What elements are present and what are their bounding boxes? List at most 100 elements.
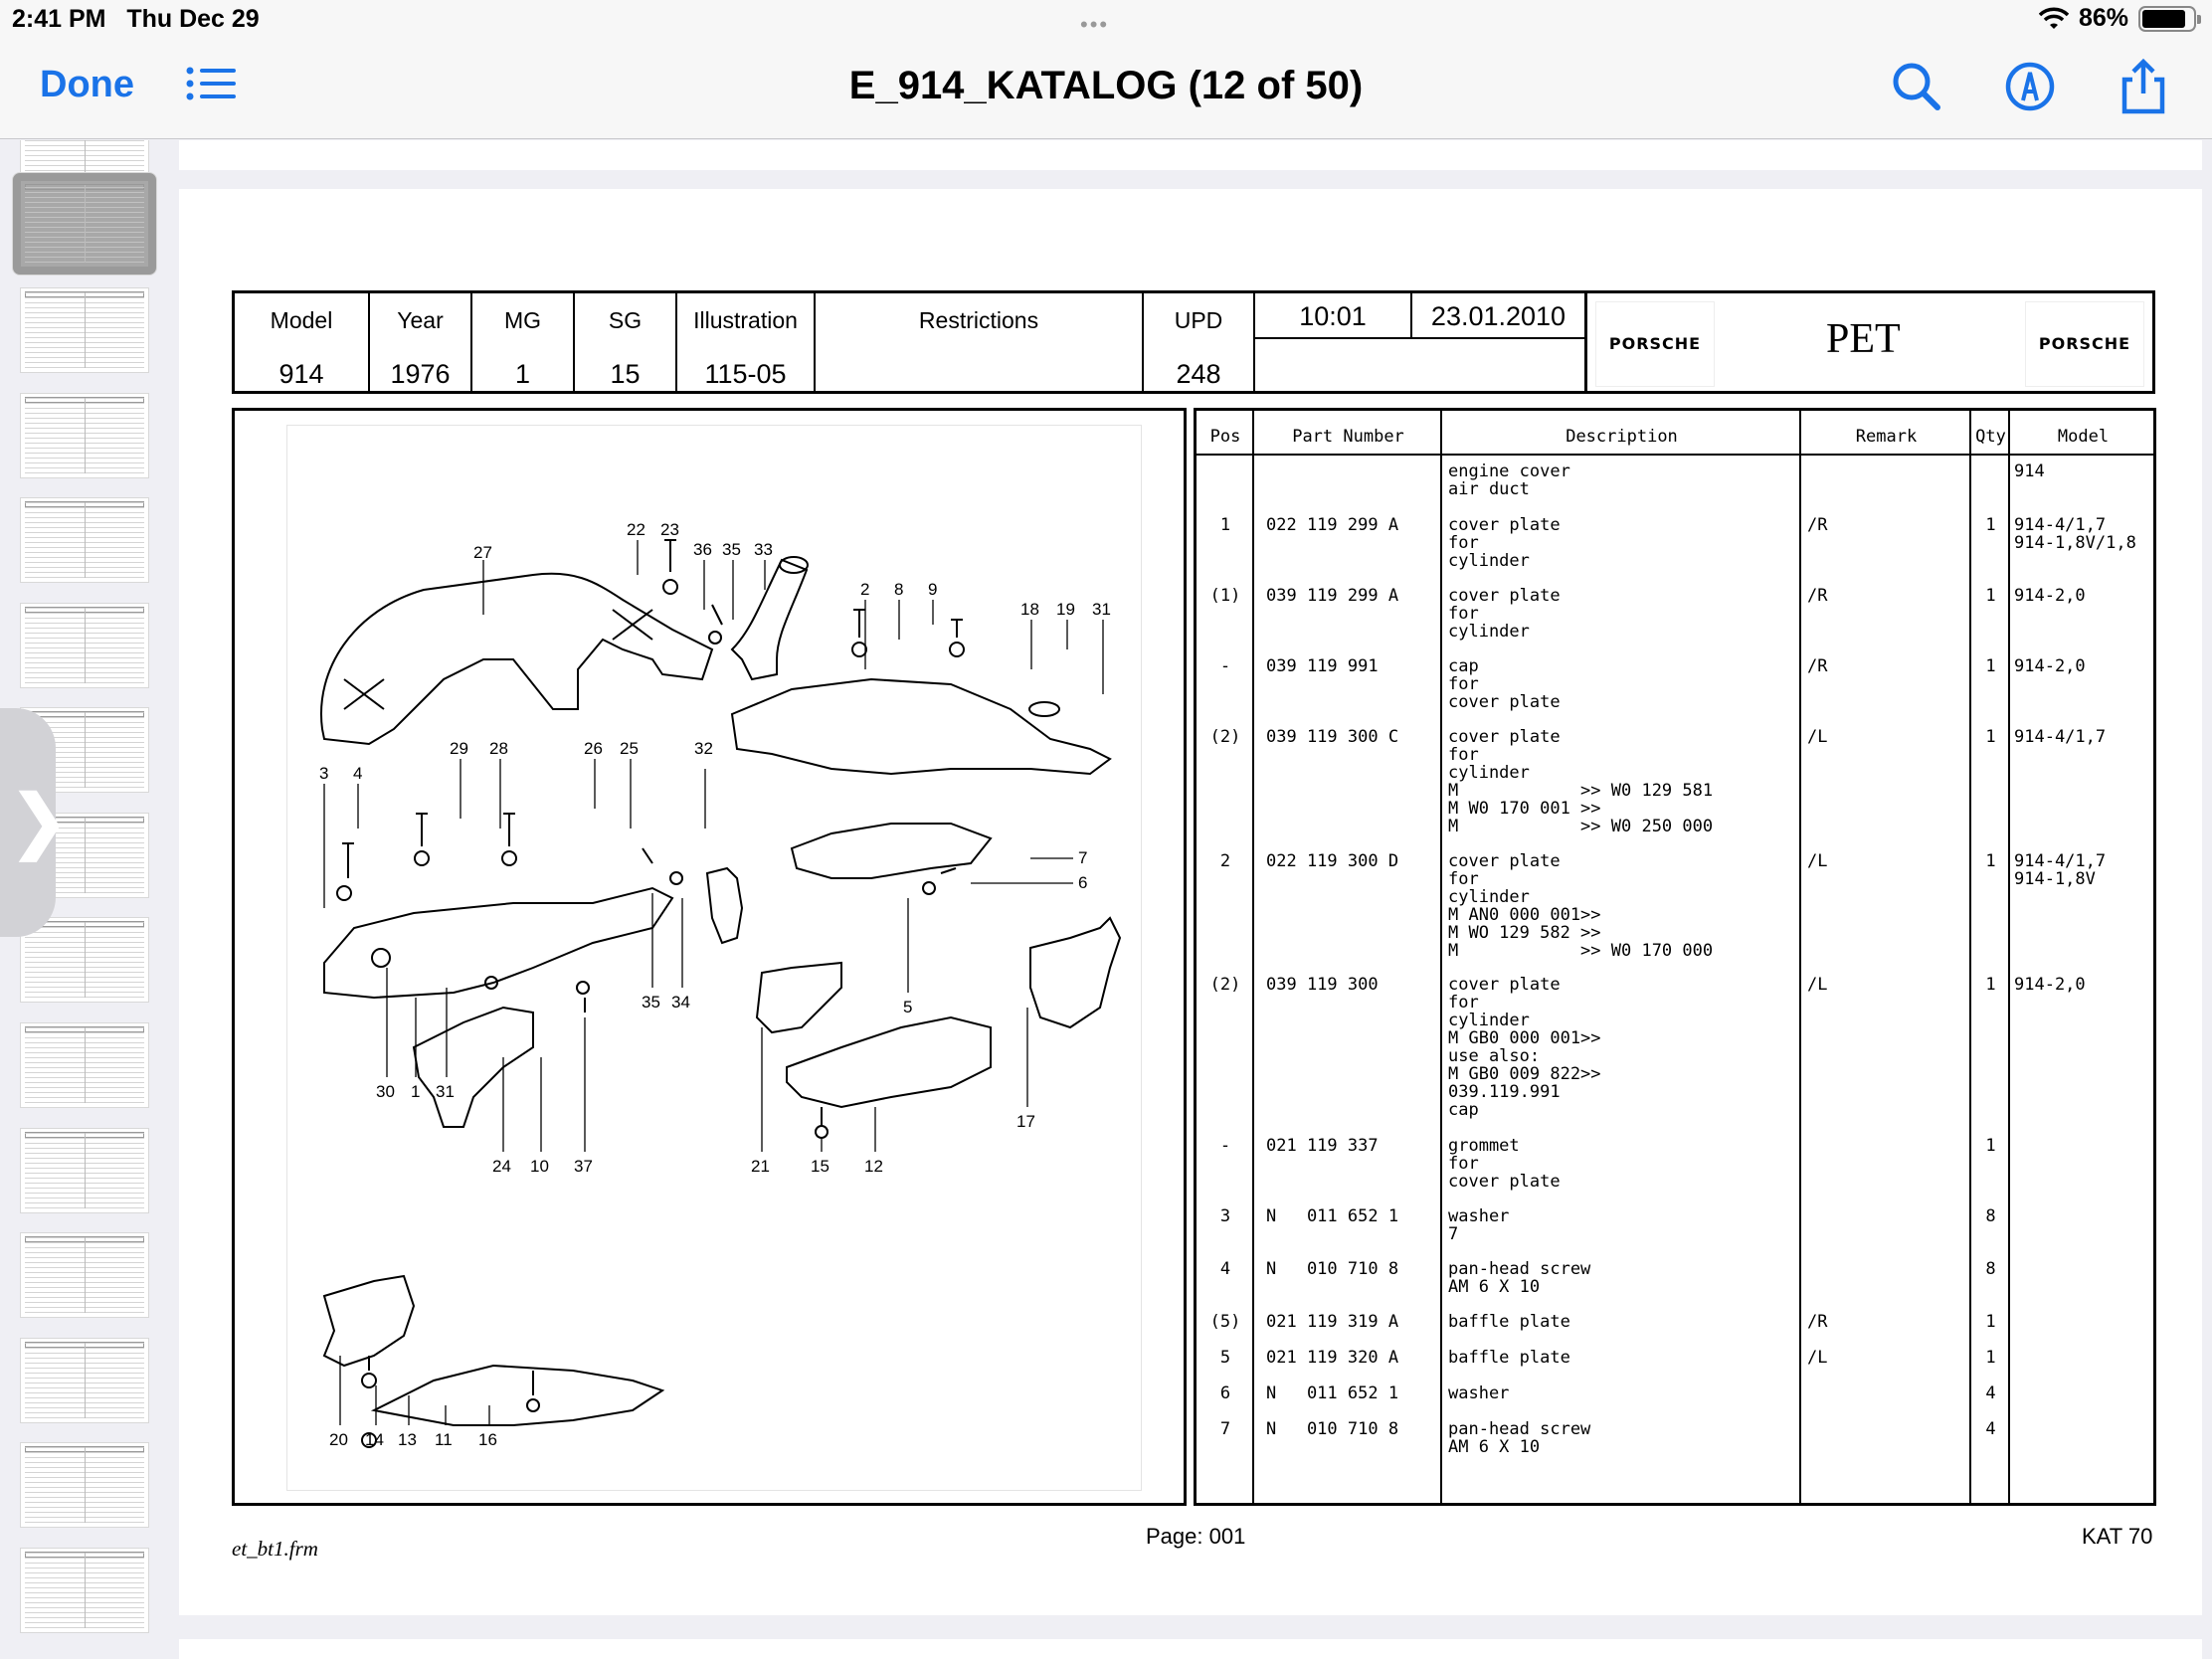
page-thumbnail-selected[interactable] <box>12 172 157 276</box>
th-pos: Pos <box>1209 427 1241 447</box>
cell-description: cap for cover plate <box>1448 656 1561 712</box>
header-brand: PORSCHE PET PORSCHE <box>1587 293 2152 391</box>
nav-bar: Done E_914_KATALOG (12 of 50) <box>0 40 2212 139</box>
page-thumbnail[interactable] <box>20 497 149 583</box>
cell-description: cover plate for cylinder M AN0 000 001>>… <box>1448 851 1714 961</box>
cell-pos: 7 <box>1219 1419 1231 1439</box>
illustration-frame <box>286 425 1142 1491</box>
cell-model: 914-2,0 <box>2014 656 2086 676</box>
chevron-right-icon: ❯ <box>10 782 69 859</box>
callout-12: 12 <box>864 1157 883 1176</box>
multitasking-dots-icon[interactable]: ••• <box>1080 12 1110 37</box>
cell-remark: /R <box>1807 586 1828 606</box>
cell-qty: 1 <box>1985 1312 1996 1332</box>
done-button[interactable]: Done <box>40 64 134 105</box>
cell-part-number: 039 119 300 <box>1266 975 1379 995</box>
page-thumbnail[interactable] <box>20 917 149 1003</box>
callout-15: 15 <box>811 1157 830 1176</box>
callout-2: 2 <box>860 580 869 599</box>
callout-32: 32 <box>694 739 713 758</box>
callout-29: 29 <box>450 739 468 758</box>
callout-37: 37 <box>574 1157 593 1176</box>
cell-pos: - <box>1219 656 1231 676</box>
page-thumbnail[interactable] <box>20 393 149 478</box>
callout-14: 14 <box>365 1430 384 1449</box>
cell-part-number: 039 119 300 C <box>1266 727 1399 747</box>
cell-remark: /L <box>1807 727 1828 747</box>
thumbnail-sidebar <box>0 140 171 1659</box>
callout-31: 31 <box>1092 600 1111 619</box>
cell-pos: 3 <box>1219 1206 1231 1226</box>
previous-page-edge <box>179 140 2202 170</box>
cell-remark: /R <box>1807 656 1828 676</box>
cell-description: washer <box>1448 1383 1510 1403</box>
callout-19: 19 <box>1056 600 1075 619</box>
callout-22: 22 <box>627 520 645 539</box>
cell-pos: (1) <box>1209 586 1241 606</box>
col-remark <box>1801 411 1971 1503</box>
callout-7: 7 <box>1078 848 1087 867</box>
page-thumbnail[interactable] <box>20 287 149 373</box>
cell-description: pan-head screw AM 6 X 10 <box>1448 1419 1591 1457</box>
share-icon[interactable] <box>2115 58 2172 115</box>
callout-1: 1 <box>411 1082 420 1101</box>
col-qty <box>1971 411 2010 1503</box>
header-restrictions: Restrictions <box>816 293 1144 391</box>
callout-5: 5 <box>903 998 912 1016</box>
cell-remark: /L <box>1807 851 1828 871</box>
cell-qty: 1 <box>1985 1136 1996 1156</box>
cell-part-number: 039 119 991 <box>1266 656 1379 676</box>
cell-model: 914-4/1,7 914-1,8V <box>2014 851 2107 889</box>
cell-qty: 1 <box>1985 851 1996 871</box>
cell-description: cover plate for cylinder M GB0 000 001>>… <box>1448 975 1601 1120</box>
page-thumbnail[interactable] <box>20 1128 149 1213</box>
callout-8: 8 <box>894 580 903 599</box>
sidebar-expand-handle[interactable]: ❯ <box>0 708 69 937</box>
callout-31b: 31 <box>436 1082 455 1101</box>
callout-11: 11 <box>435 1430 453 1449</box>
cell-part-number: 021 119 319 A <box>1266 1312 1399 1332</box>
footer-form-name: et_bt1.frm <box>232 1537 318 1561</box>
status-indicators: 86% <box>2038 4 2201 33</box>
page-thumbnail[interactable] <box>20 1338 149 1423</box>
callout-16: 16 <box>478 1430 497 1449</box>
cell-pos: 6 <box>1219 1383 1231 1403</box>
next-page-edge <box>179 1639 2202 1659</box>
search-icon[interactable] <box>1888 58 1945 115</box>
page-thumbnail[interactable] <box>20 1232 149 1318</box>
callout-33: 33 <box>754 540 773 559</box>
callout-30: 30 <box>376 1082 395 1101</box>
parts-table-header: Pos Part Number Description Remark Qty M… <box>1197 411 2153 456</box>
callout-18: 18 <box>1020 600 1039 619</box>
document-title: E_914_KATALOG (12 of 50) <box>848 64 1364 107</box>
cell-pos: - <box>1219 1136 1231 1156</box>
callout-20: 20 <box>329 1430 348 1449</box>
col-part-number <box>1254 411 1442 1503</box>
page-thumbnail[interactable] <box>20 1022 149 1108</box>
cell-qty: 8 <box>1985 1259 1996 1279</box>
list-icon[interactable] <box>185 64 237 109</box>
th-remark: Remark <box>1855 427 1918 447</box>
th-model: Model <box>2057 427 2110 447</box>
cell-qty: 1 <box>1985 656 1996 676</box>
page-thumbnail[interactable] <box>20 603 149 688</box>
cell-pos: (5) <box>1209 1312 1241 1332</box>
status-bar: 2:41 PM Thu Dec 29 ••• 86% <box>0 0 2212 40</box>
markup-icon[interactable] <box>2001 58 2059 115</box>
callout-27: 27 <box>473 543 492 562</box>
footer-page-number: Page: 001 <box>1146 1524 1246 1549</box>
callout-17: 17 <box>1016 1112 1035 1131</box>
page-thumbnail[interactable] <box>20 1548 149 1633</box>
cell-part-number: 039 119 299 A <box>1266 586 1399 606</box>
cell-description: baffle plate <box>1448 1348 1570 1368</box>
page-thumbnail[interactable] <box>20 1442 149 1528</box>
cell-part-number: 021 119 320 A <box>1266 1348 1399 1368</box>
th-part-number: Part Number <box>1292 427 1404 447</box>
col-description <box>1442 411 1801 1503</box>
callout-24: 24 <box>492 1157 511 1176</box>
cell-part-number: N 011 652 1 <box>1266 1206 1399 1226</box>
